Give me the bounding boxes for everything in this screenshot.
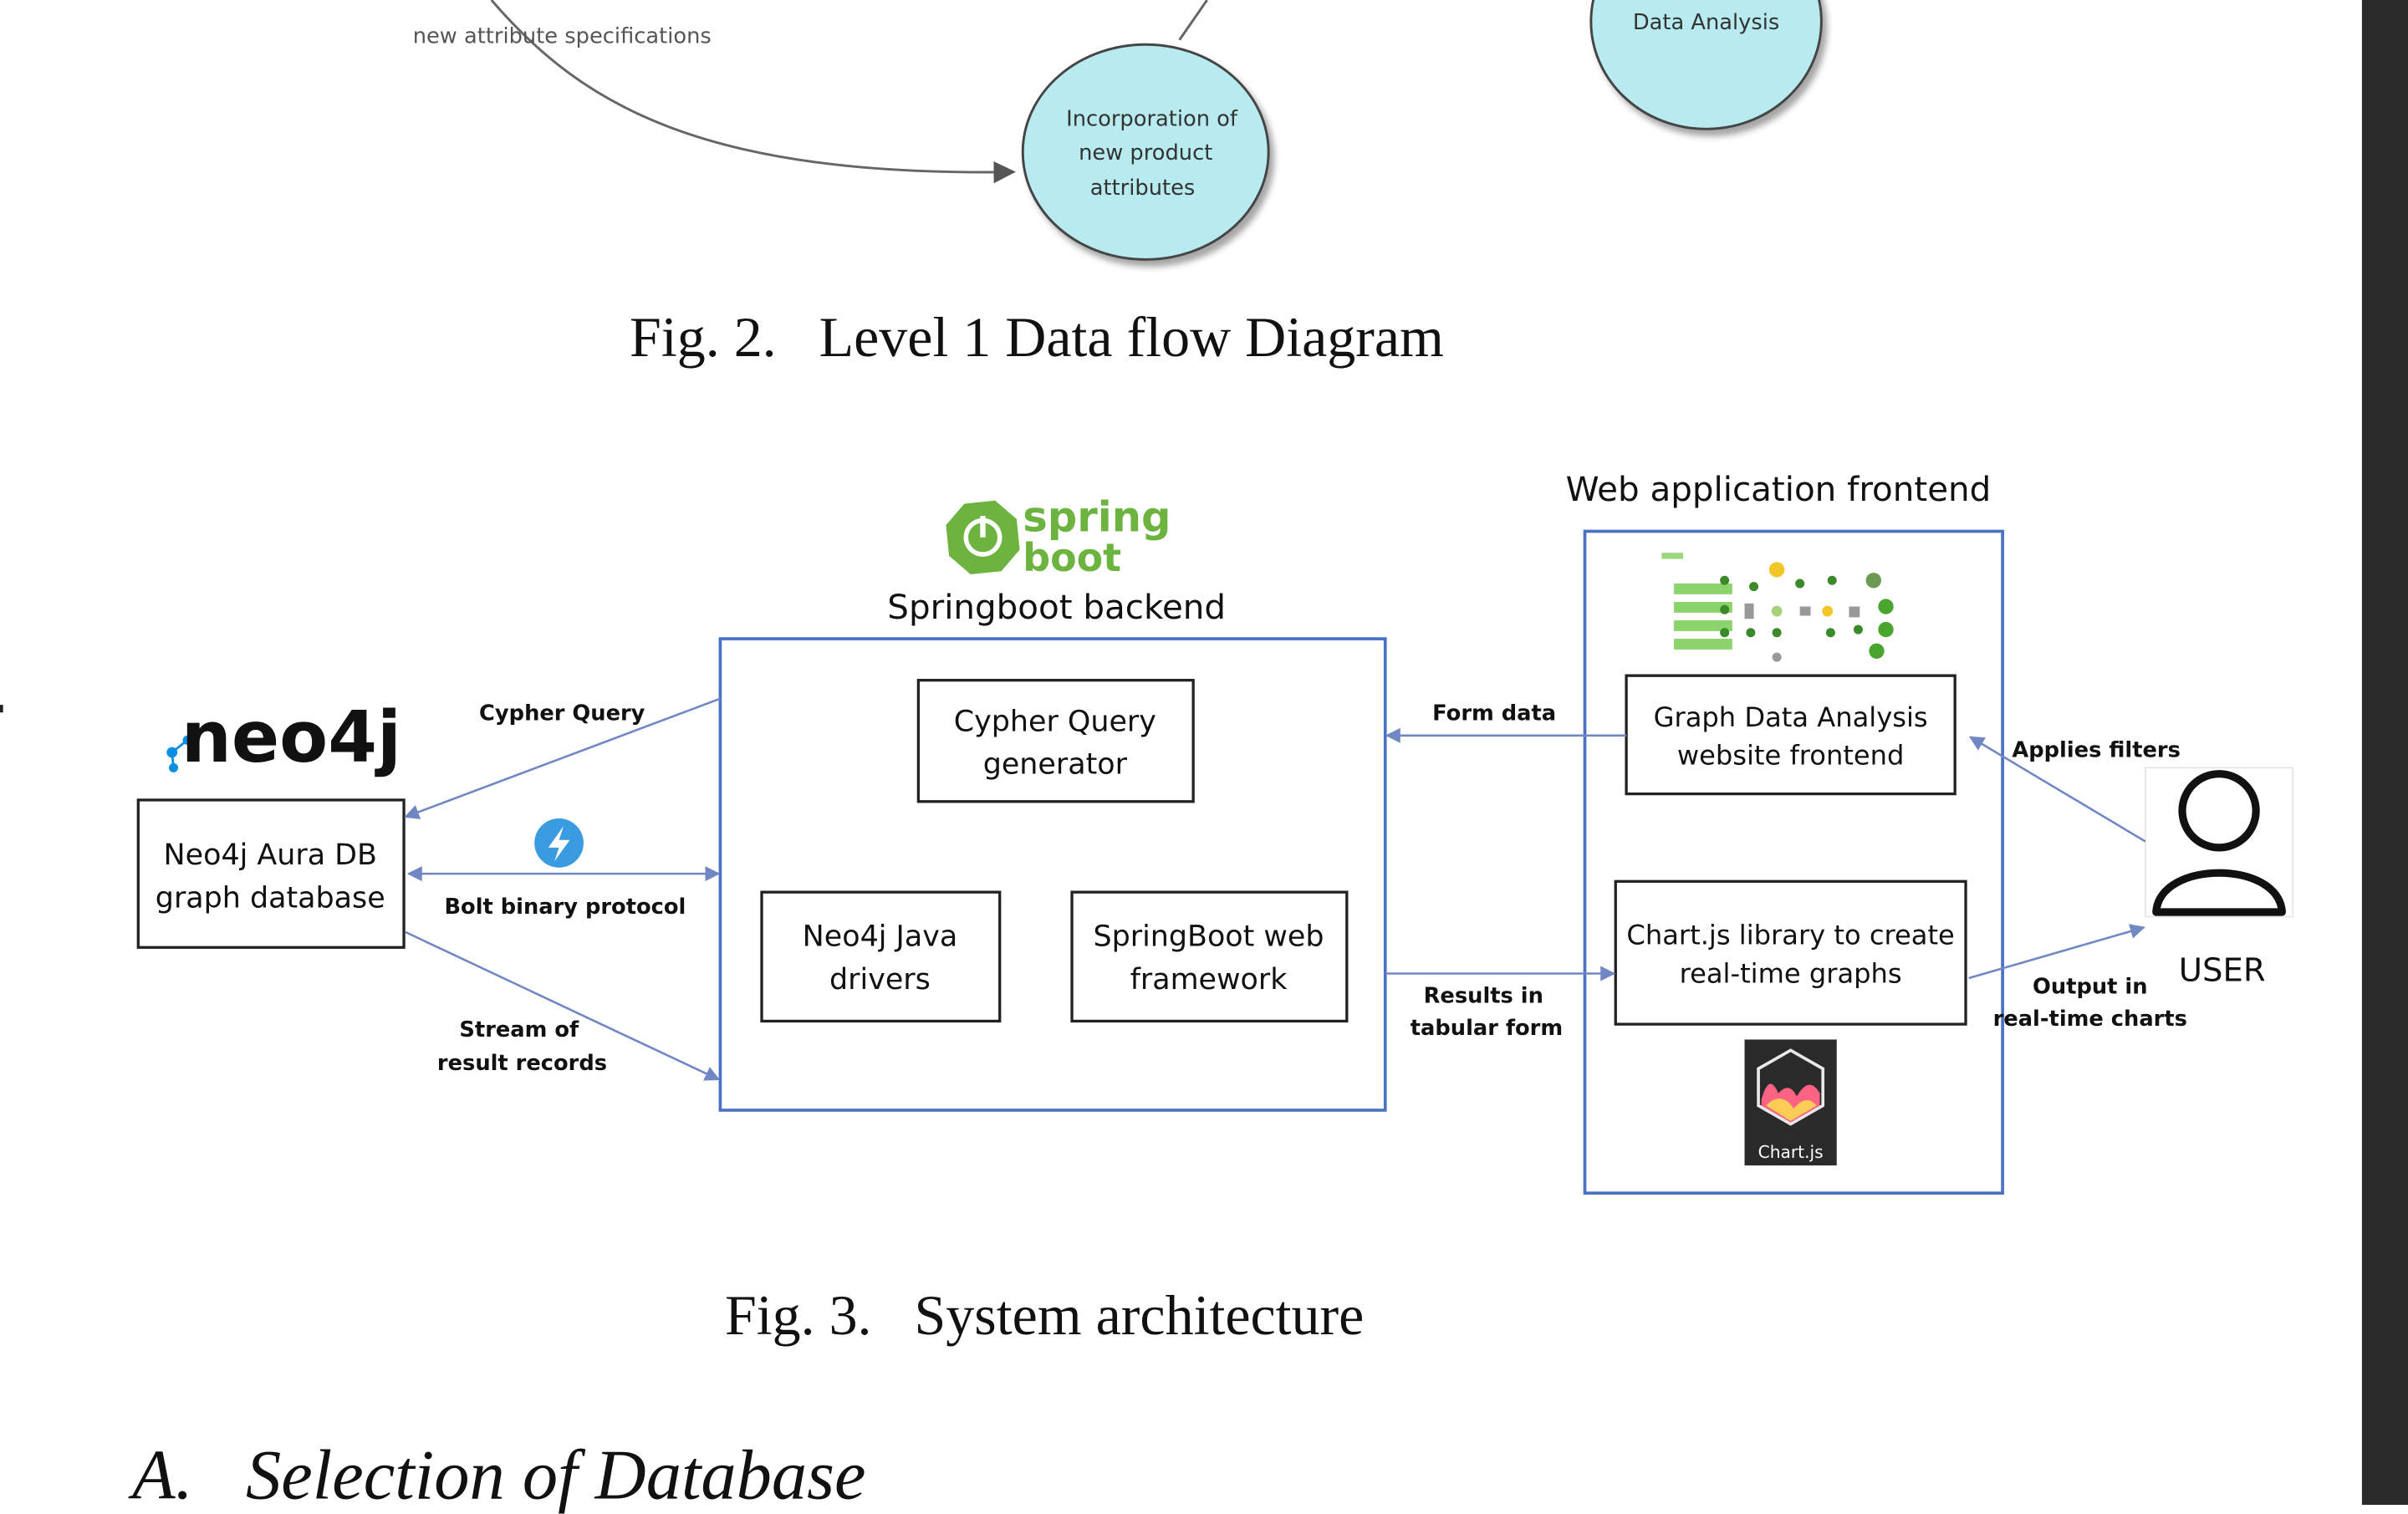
chartjs-logo-text: Chart.js [1758, 1142, 1824, 1162]
section-heading: A. Selection of Database [131, 1435, 866, 1514]
chartjs-library-line2: real-time graphs [1680, 958, 1902, 990]
user-icon [2152, 770, 2286, 916]
fig2-node-analysis-label: Data Analysis [1633, 10, 1779, 35]
fig2-flow-line [1178, 0, 1208, 41]
output-charts-arrow [1968, 924, 2145, 980]
backend-container [718, 637, 1387, 1112]
cypher-query-arrow [404, 697, 721, 819]
web-framework-line2: framework [1130, 963, 1288, 997]
cypher-generator-line2: generator [983, 748, 1128, 782]
stream-label-line1: Stream of [459, 1017, 579, 1042]
neo4j-db-line1: Neo4j Aura DB [164, 839, 377, 872]
cypher-query-label: Cypher Query [479, 701, 645, 726]
web-framework-line1: SpringBoot web [1093, 920, 1324, 953]
cypher-generator-box [916, 679, 1195, 803]
fig2-diagram: new attribute specifications Incorporati… [413, 0, 1823, 261]
fig2-node-incorporation-line3: attributes [1090, 176, 1196, 201]
website-frontend-box [1625, 674, 1956, 796]
frontend-title: Web application frontend [1566, 469, 1992, 509]
fig3-caption: Fig. 3. System architecture [724, 1285, 1365, 1348]
results-label-line1: Results in [1424, 983, 1543, 1008]
stream-records-arrow [405, 930, 721, 1081]
java-drivers-line2: drivers [829, 963, 931, 997]
bolt-icon [534, 818, 584, 868]
fig2-node-incorporation-line2: new product [1079, 140, 1212, 166]
backend-title: Springboot backend [887, 587, 1226, 627]
output-label-line1: Output in [2033, 974, 2147, 999]
chartjs-logo: Chart.js [1744, 1039, 1837, 1166]
user-label: USER [2179, 952, 2266, 990]
website-frontend-line1: Graph Data Analysis [1654, 701, 1928, 733]
figure-canvas: new attribute specifications Incorporati… [0, 0, 2294, 1195]
stream-label-line2: result records [437, 1051, 607, 1076]
spring-boot-logo: spring boot [946, 493, 1171, 580]
results-label-line2: tabular form [1411, 1016, 1563, 1041]
chartjs-icon [1761, 1083, 1820, 1123]
fig2-edge-label: new attribute specifications [413, 23, 712, 48]
chartjs-library-box [1614, 879, 1967, 1026]
fig2-node-incorporation-line1: Incorporation of [1066, 107, 1238, 132]
fig2-node-analysis [1589, 0, 1823, 130]
fig3-diagram: Springboot backend spring boot Cypher Qu… [136, 469, 2294, 1195]
neo4j-db-line2: graph database [156, 882, 385, 915]
fig2-caption: Fig. 2. Level 1 Data flow Diagram [630, 307, 1444, 370]
neo4j-db-box [136, 798, 406, 949]
java-drivers-line1: Neo4j Java [803, 920, 958, 953]
bolt-protocol-label: Bolt binary protocol [444, 895, 686, 920]
website-frontend-line2: website frontend [1677, 740, 1905, 772]
boot-logo-text: boot [1023, 535, 1121, 580]
fig2-flow-curve [490, 0, 1016, 184]
frontend-container [1583, 529, 2004, 1195]
fig2-node-incorporation [1021, 43, 1270, 261]
applies-filters-label: Applies filters [2012, 738, 2181, 763]
applies-filters-arrow [1968, 736, 2146, 843]
neo4j-logo: neo4j [166, 696, 401, 778]
java-drivers-box [760, 890, 1002, 1023]
output-label-line2: real-time charts [1993, 1007, 2187, 1032]
spring-logo-text: spring [1023, 493, 1171, 542]
web-framework-box [1070, 890, 1349, 1023]
website-screenshot-thumbnail [1661, 553, 1894, 662]
neo4j-logo-text: neo4j [181, 696, 401, 778]
chartjs-library-line1: Chart.js library to create [1626, 920, 1954, 951]
cypher-generator-line1: Cypher Query [954, 705, 1156, 738]
page-edge-mark [0, 705, 3, 713]
form-data-label: Form data [1432, 701, 1556, 726]
scrollbar[interactable] [2361, 0, 2408, 1506]
